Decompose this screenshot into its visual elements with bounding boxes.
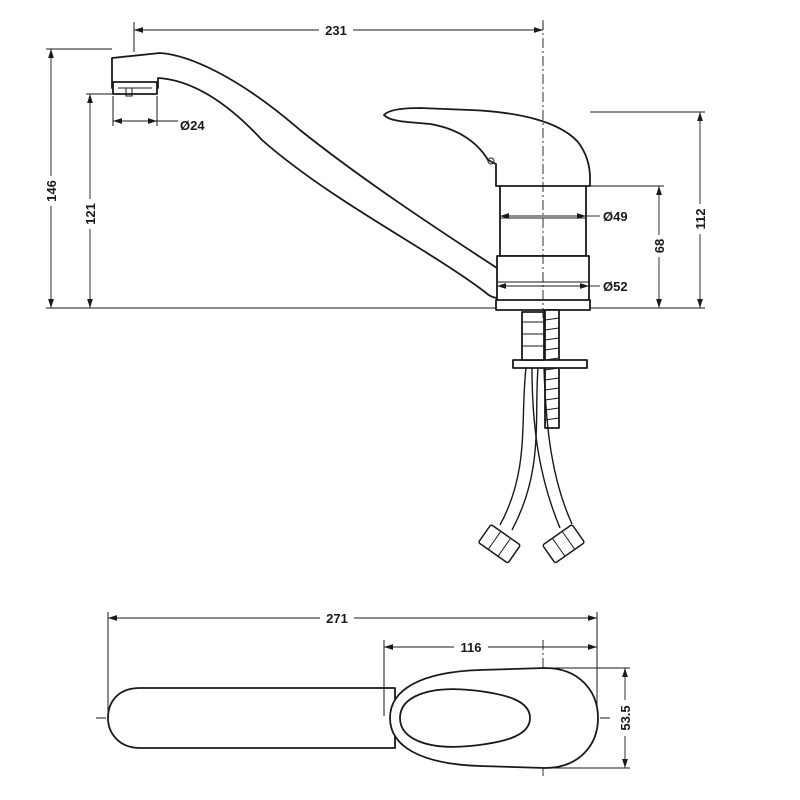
faucet-spout <box>111 52 513 300</box>
dim-spout-reach: 231 <box>325 23 347 38</box>
dim-handle-height: 112 <box>693 209 708 230</box>
dim-aerator-diameter: Ø24 <box>180 118 205 133</box>
hose-left <box>499 367 527 526</box>
handle-screw <box>487 157 495 165</box>
mounting-plate <box>512 359 588 369</box>
handle-opening <box>399 688 531 748</box>
hose-fitting <box>521 311 545 361</box>
spout-top-view <box>107 687 396 749</box>
dim-total-height: 146 <box>44 180 59 202</box>
dim-width: 53.5 <box>618 705 633 730</box>
side-view: 231 Ø24 146 121 Ø49 Ø52 68 112 <box>43 20 708 564</box>
dim-body-base-diameter: Ø52 <box>603 279 628 294</box>
aerator-tip <box>125 87 133 97</box>
dim-total-length: 271 <box>326 611 348 626</box>
top-view: 271 116 53.5 <box>96 610 633 778</box>
hose-nut-right <box>542 524 585 564</box>
dim-body-length: 116 <box>461 640 482 655</box>
dim-body-upper-diameter: Ø49 <box>603 209 628 224</box>
dim-body-height: 68 <box>652 239 667 253</box>
dim-spout-height: 121 <box>83 203 98 225</box>
hose-right <box>531 367 561 529</box>
lever-handle <box>383 107 591 187</box>
hose-nut-left <box>478 524 521 564</box>
